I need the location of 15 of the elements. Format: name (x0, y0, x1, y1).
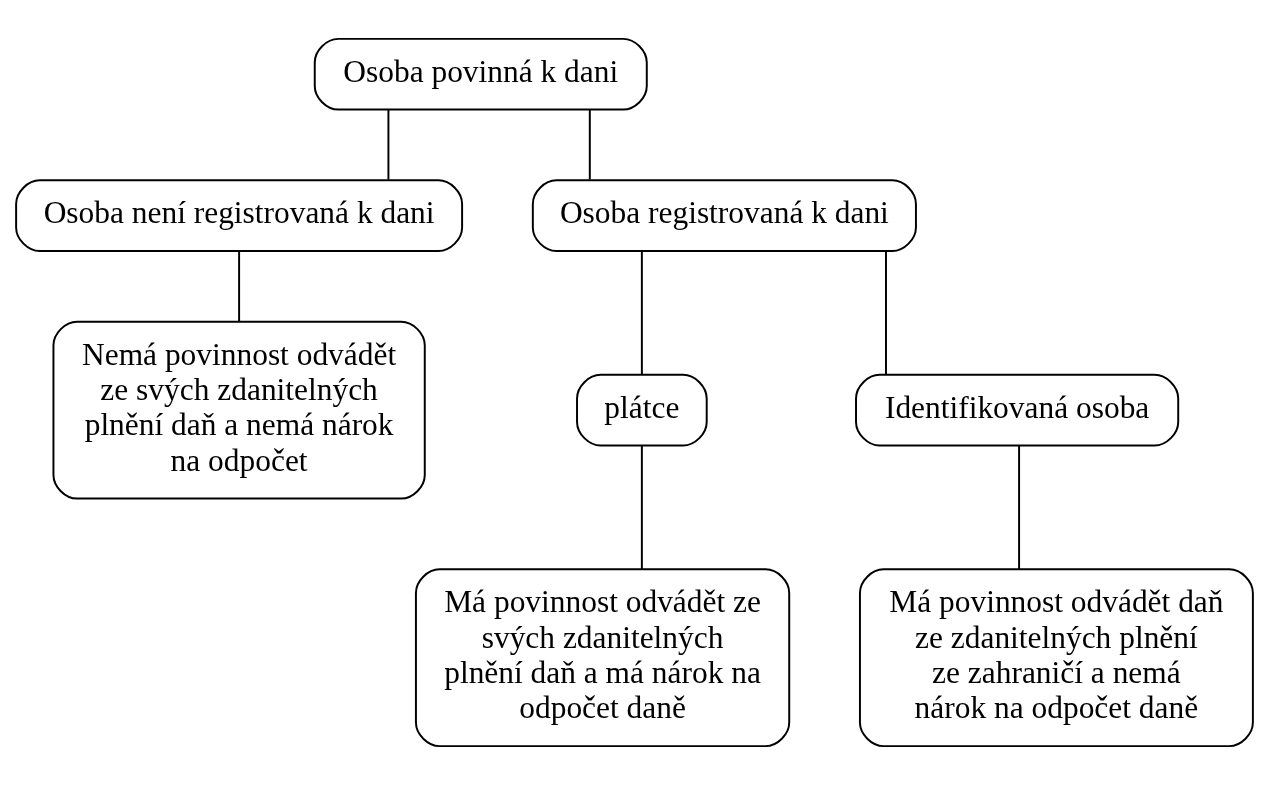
connector (1018, 444, 1021, 570)
node-box: Osoba není registrovaná k dani (15, 179, 464, 252)
node-box: Nemá povinnost odvádět ze svých zdanitelných plnění daň a nemá nárok na odpočet (52, 320, 426, 500)
connector (885, 250, 887, 376)
connector (640, 444, 643, 570)
connector (588, 108, 591, 181)
connector (387, 108, 390, 181)
node-box: Osoba povinná k dani (313, 37, 648, 111)
node-box: Má povinnost odvádět ze svých zdanitelných plnění daň a má nárok na odpočet daně (414, 568, 791, 748)
connector (238, 250, 241, 323)
node-box: plátce (576, 373, 708, 447)
node-box: Má povinnost odvádět daň ze zdanitelných plnění ze zahraničí a nemá nárok na odpočet daně (858, 568, 1254, 748)
connector (640, 250, 643, 376)
node-box: Identifikovaná osoba (855, 373, 1180, 447)
node-box: Osoba registrovaná k dani (531, 179, 917, 252)
